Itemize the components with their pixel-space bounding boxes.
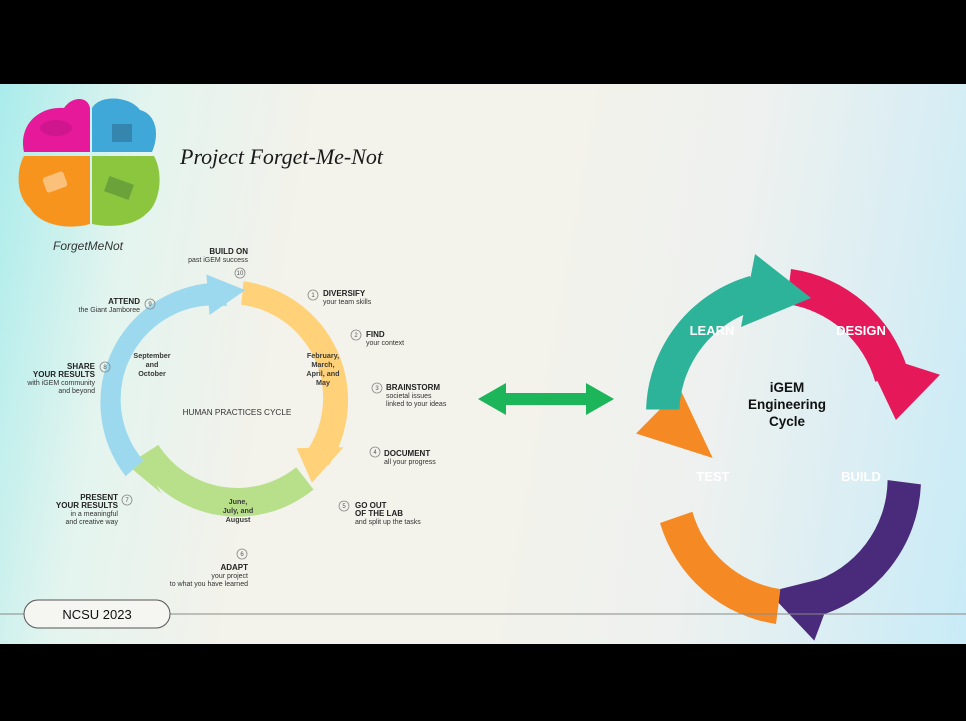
hp-label-jun-aug: June, July, and August [223, 497, 254, 524]
svg-text:with iGEM community: with iGEM community [26, 380, 95, 387]
svg-text:linked to your ideas: linked to your ideas [386, 401, 447, 408]
svg-text:February,: February, [307, 351, 339, 360]
eng-segment-build-arrowhead [768, 574, 840, 641]
eng-segment-test-arrowhead [636, 389, 713, 458]
svg-text:to what you have learned: to what you have learned [170, 581, 248, 588]
hp-step-1: 1 DIVERSIFY your team skills [307, 289, 372, 306]
footer-label: NCSU 2023 [62, 607, 131, 622]
human-practices-cycle: February, March, April, and May June, Ju… [26, 247, 447, 588]
svg-text:and split up the tasks: and split up the tasks [355, 519, 421, 526]
footer-pill [23, 599, 171, 629]
svg-text:FIND: FIND [366, 330, 385, 339]
logo-pink-detail [40, 120, 72, 136]
stage-learn-label: LEARN [690, 323, 735, 338]
svg-text:and creative way: and creative way [65, 519, 118, 526]
svg-text:past iGEM success: past iGEM success [188, 257, 248, 264]
svg-text:BUILD ON: BUILD ON [209, 247, 248, 256]
igem-engineering-cycle: LEARN DESIGN BUILD TEST iGEM Engineering… [636, 254, 940, 641]
hp-step-4: 4 DOCUMENT all your progress [369, 446, 436, 466]
stage-build-label: BUILD [841, 469, 881, 484]
svg-text:GO OUT: GO OUT [355, 501, 387, 510]
svg-text:3: 3 [375, 386, 379, 392]
svg-text:OF THE LAB: OF THE LAB [355, 509, 403, 518]
svg-text:and beyond: and beyond [58, 388, 95, 395]
svg-text:PRESENT: PRESENT [80, 493, 118, 502]
slide: ForgetMeNot Project Forget-Me-Not Februa… [0, 84, 966, 644]
eng-segment-build [809, 480, 921, 617]
hp-step-2: 2 FIND your context [350, 329, 404, 347]
eng-segment-design-arrowhead [862, 349, 940, 420]
svg-text:10: 10 [237, 271, 244, 277]
hp-label-sep-oct: September and October [133, 351, 170, 378]
svg-text:4: 4 [373, 450, 377, 456]
svg-text:October: October [138, 369, 166, 378]
svg-text:6: 6 [240, 552, 244, 558]
top-letterbox [0, 0, 966, 84]
svg-text:7: 7 [125, 498, 129, 504]
hp-label-feb-may: February, March, April, and May [306, 351, 339, 387]
logo-text: ForgetMeNot [53, 239, 124, 253]
svg-text:BRAINSTORM: BRAINSTORM [386, 383, 440, 392]
hp-segment-orange [241, 281, 348, 466]
forget-me-not-logo: ForgetMeNot [18, 98, 160, 253]
hp-step-8: 8 SHARE YOUR RESULTS with iGEM community… [26, 361, 111, 395]
slide-canvas: ForgetMeNot Project Forget-Me-Not Februa… [0, 98, 966, 641]
svg-text:May: May [316, 378, 330, 387]
svg-text:YOUR RESULTS: YOUR RESULTS [33, 370, 96, 379]
svg-text:9: 9 [148, 302, 152, 308]
logo-green-detail [104, 176, 134, 200]
svg-text:your team skills: your team skills [323, 299, 372, 306]
hp-step-3: 3 BRAINSTORM societal issues linked to y… [371, 382, 447, 408]
svg-text:1: 1 [311, 293, 315, 299]
hp-segment-green [135, 444, 314, 517]
svg-text:5: 5 [342, 504, 346, 510]
svg-text:June,: June, [229, 497, 248, 506]
double-headed-arrow [478, 383, 614, 415]
eng-center-line-2: Engineering [748, 397, 826, 412]
eng-center-line-1: iGEM [770, 380, 805, 395]
eng-segment-learn [646, 276, 758, 410]
svg-text:April, and: April, and [306, 369, 339, 378]
svg-text:2: 2 [354, 333, 358, 339]
hp-step-6: 6 ADAPT your project to what you have le… [170, 548, 248, 588]
eng-segment-test [660, 511, 781, 624]
eng-segment-learn-arrowhead [741, 254, 811, 327]
logo-orange-detail [42, 171, 68, 193]
svg-text:DIVERSIFY: DIVERSIFY [323, 289, 366, 298]
svg-text:August: August [226, 515, 251, 524]
logo-orange-piece [18, 156, 90, 227]
hp-center-label: HUMAN PRACTICES CYCLE [183, 408, 292, 417]
hp-segment-orange-arrowhead [296, 447, 344, 483]
svg-text:your project: your project [211, 573, 248, 580]
svg-text:8: 8 [103, 365, 107, 371]
svg-text:SHARE: SHARE [67, 362, 96, 371]
hp-step-7: 7 PRESENT YOUR RESULTS in a meaningful a… [56, 493, 133, 526]
stage-design-label: DESIGN [836, 323, 886, 338]
svg-text:in a meaningful: in a meaningful [71, 511, 119, 518]
hp-segment-blue [100, 282, 227, 477]
svg-text:the Giant Jamboree: the Giant Jamboree [79, 307, 141, 314]
svg-text:ADAPT: ADAPT [220, 563, 248, 572]
svg-text:July, and: July, and [223, 506, 254, 515]
bottom-letterbox [0, 644, 966, 721]
svg-text:ATTEND: ATTEND [108, 297, 140, 306]
slide-title: Project Forget-Me-Not [179, 144, 384, 169]
stage-test-label: TEST [696, 469, 729, 484]
svg-text:and: and [146, 360, 159, 369]
svg-text:September: September [133, 351, 170, 360]
logo-blue-detail [112, 124, 132, 142]
hp-step-5: 5 GO OUT OF THE LAB and split up the tas… [338, 500, 421, 526]
eng-center-line-3: Cycle [769, 414, 806, 429]
eng-segment-design [786, 269, 908, 382]
svg-text:March,: March, [311, 360, 334, 369]
hp-segment-blue-arrowhead [206, 274, 246, 315]
svg-text:societal issues: societal issues [386, 393, 432, 400]
svg-text:all your progress: all your progress [384, 459, 436, 466]
hp-step-10: BUILD ON past iGEM success 10 [188, 247, 248, 279]
svg-text:your context: your context [366, 340, 404, 347]
svg-text:DOCUMENT: DOCUMENT [384, 449, 430, 458]
svg-text:YOUR RESULTS: YOUR RESULTS [56, 501, 119, 510]
hp-step-9: 9 ATTEND the Giant Jamboree [79, 297, 156, 314]
